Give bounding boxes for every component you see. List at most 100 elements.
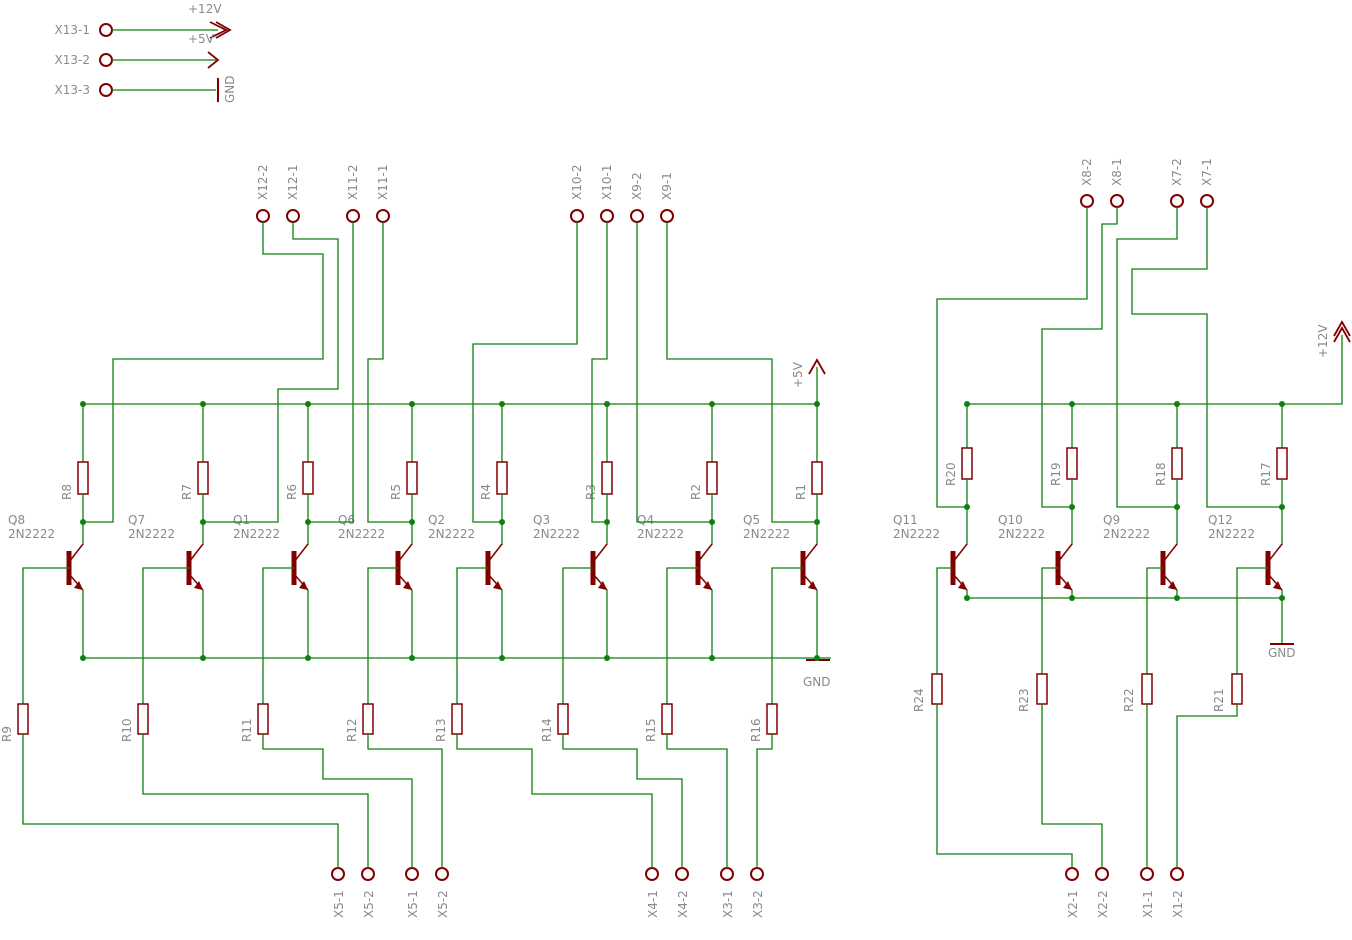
part-label: X5-2 (362, 890, 376, 918)
wire (1041, 704, 1103, 868)
wire (1131, 207, 1282, 508)
part-label: X8-2 (1080, 158, 1094, 186)
wire (1041, 567, 1058, 674)
resistor (1276, 447, 1288, 480)
part-label: X5-2 (436, 890, 450, 918)
transistor-emitter-arrow (493, 581, 502, 590)
wire (142, 734, 369, 868)
part-label: X12-2 (256, 165, 270, 200)
part-label: X13-3 (55, 83, 90, 97)
connector-pin (361, 867, 375, 881)
part-label: X9-2 (630, 172, 644, 200)
part-label: R5 (389, 484, 403, 500)
part-label: R24 (912, 688, 926, 712)
connector-pin (1200, 194, 1214, 208)
part-label: Q4 (637, 513, 654, 527)
resistor (766, 703, 778, 735)
part-label: X5-1 (332, 890, 346, 918)
part-label: X5-1 (406, 890, 420, 918)
part-label: 2N2222 (533, 527, 580, 541)
resistor (137, 703, 149, 735)
part-label: GND (1268, 646, 1296, 660)
part-label: 2N2222 (743, 527, 790, 541)
part-label: R11 (240, 718, 254, 742)
part-label: Q5 (743, 513, 760, 527)
wire (367, 734, 443, 868)
wire (262, 567, 294, 704)
transistor-collector (487, 543, 503, 563)
connector-pin (346, 209, 360, 223)
resistor (77, 461, 89, 495)
wire (83, 222, 324, 523)
wire (22, 567, 69, 704)
part-label: Q8 (8, 513, 25, 527)
wire (1176, 704, 1238, 868)
part-label: 2N2222 (998, 527, 1045, 541)
connector-pin (750, 867, 764, 881)
connector-pin (720, 867, 734, 881)
transistor-collector (592, 543, 608, 563)
part-label: R20 (944, 462, 958, 486)
part-label: Q1 (233, 513, 250, 527)
part-label: R21 (1212, 688, 1226, 712)
resistor (17, 703, 29, 735)
part-label: X4-1 (646, 890, 660, 918)
part-label: X7-1 (1200, 158, 1214, 186)
connector-pin (645, 867, 659, 881)
part-label: R8 (60, 484, 74, 500)
connector-pin (570, 209, 584, 223)
transistor-emitter-arrow (403, 581, 412, 590)
part-label: R12 (345, 718, 359, 742)
part-label: X2-1 (1066, 890, 1080, 918)
part-label: X1-2 (1171, 890, 1185, 918)
wire (1041, 207, 1118, 508)
part-label: X13-1 (55, 23, 90, 37)
transistor-emitter-arrow (299, 581, 308, 590)
connector-pin (99, 53, 113, 67)
wire (771, 567, 803, 704)
connector-pin (256, 209, 270, 223)
wire (666, 734, 728, 868)
connector-pin (435, 867, 449, 881)
part-label: Q3 (533, 513, 550, 527)
connector-pin (1140, 867, 1154, 881)
wire (367, 567, 398, 704)
v12-symbol (215, 21, 232, 39)
transistor-emitter-arrow (1273, 581, 1282, 590)
part-label: 2N2222 (893, 527, 940, 541)
transistor-collector (188, 543, 204, 563)
wire (262, 734, 413, 868)
wire (967, 597, 1283, 643)
part-label: Q7 (128, 513, 145, 527)
part-label: X7-2 (1170, 158, 1184, 186)
v12-symbol (1333, 326, 1351, 343)
transistor-emitter-arrow (598, 581, 607, 590)
part-label: R17 (1259, 462, 1273, 486)
part-label: 2N2222 (428, 527, 475, 541)
part-label: R22 (1122, 688, 1136, 712)
part-label: Q11 (893, 513, 918, 527)
wire (142, 567, 189, 704)
part-label: +5V (791, 361, 805, 388)
resistor (811, 461, 823, 495)
resistor (451, 703, 463, 735)
connector-pin (1110, 194, 1124, 208)
transistor-collector (68, 543, 84, 563)
wire (666, 222, 817, 523)
part-label: R13 (434, 718, 448, 742)
resistor (496, 461, 508, 495)
wire (562, 734, 683, 868)
part-label: 2N2222 (233, 527, 280, 541)
resistor (557, 703, 569, 735)
connector-pin (600, 209, 614, 223)
part-label: R15 (644, 718, 658, 742)
wire (936, 207, 1088, 508)
transistor-collector (1057, 543, 1073, 563)
connector-pin (1065, 867, 1079, 881)
connector-pin (660, 209, 674, 223)
part-label: R18 (1154, 462, 1168, 486)
part-label: Q6 (338, 513, 355, 527)
v5-symbol (808, 358, 826, 375)
part-label: X10-1 (600, 165, 614, 200)
